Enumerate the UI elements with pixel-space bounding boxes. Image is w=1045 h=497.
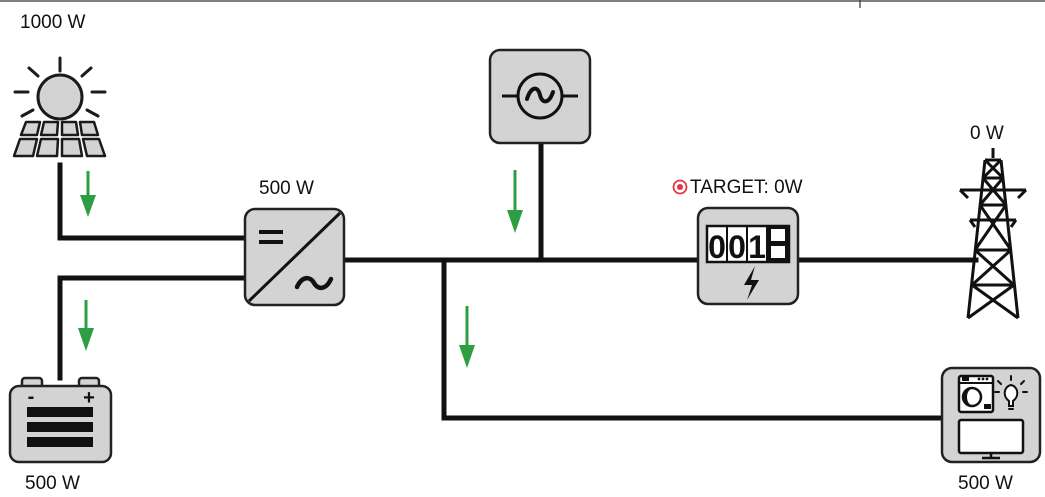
consumer-line [441,257,945,421]
solar-panel-icon [12,56,107,158]
household-appliances-icon [940,366,1042,464]
meter-digit-3: 1 [748,229,766,265]
consumer-flow-arrow [459,306,475,368]
inverter-power-value: 500 W [259,178,314,199]
consumer-power-value: 500 W [958,473,1013,494]
power-pylon-icon [958,148,1028,320]
meter-digit-2: 0 [728,229,746,265]
dc-ac-inverter-icon [243,207,346,307]
solar-power-value: 1000 W [20,12,86,33]
generator-flow-arrow [507,170,523,233]
energy-meter-icon [696,206,800,306]
battery-to-inverter-line [57,275,248,381]
top-frame [0,0,1045,8]
solar-to-inverter-line [57,162,248,241]
power-lines [57,140,979,421]
grid-power-value: 0 W [970,123,1004,144]
battery-power-value: 500 W [25,473,80,494]
ac-generator-icon [488,48,592,145]
target-icon [672,179,688,195]
solar-flow-arrow [80,171,96,217]
battery-flow-arrow [78,300,94,351]
meter-digit-1: 0 [708,229,726,265]
battery-icon [8,376,113,464]
battery-plus-sign: + [83,387,95,409]
flow-arrows [78,170,523,368]
target-label: TARGET: 0W [690,177,803,198]
battery-minus-sign: - [28,386,35,408]
